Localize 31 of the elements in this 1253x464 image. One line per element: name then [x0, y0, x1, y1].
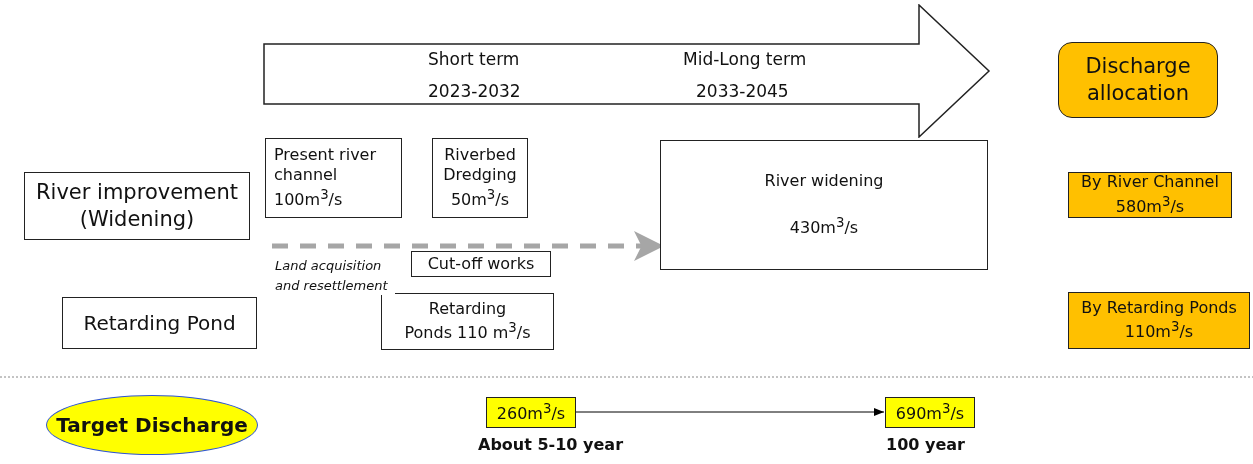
node-text: 690m$^{3}$/s: [895, 399, 965, 426]
node-text: Discharge allocation: [1084, 52, 1192, 107]
process-box: [24, 172, 250, 240]
node-text: River improvement (Widening): [35, 178, 239, 233]
timeline-arrow: [263, 4, 991, 138]
node-text: Present river channel 100m$^{3}$/s: [274, 144, 378, 212]
process-box: [62, 297, 257, 349]
node-text: Target Discharge: [56, 412, 248, 438]
node-text: By Retarding Ponds 110m$^{3}$/s: [1080, 297, 1238, 344]
process-box: [660, 140, 988, 270]
node-text: Cut-off works: [427, 253, 535, 275]
arrow: [575, 408, 885, 416]
node-text: River widening: [764, 170, 884, 192]
year-caption: 100 year: [886, 435, 965, 456]
term-label: Short term: [428, 48, 520, 71]
process-box: [432, 138, 528, 218]
process-box: [265, 138, 402, 218]
process-box: [381, 293, 554, 350]
period-years: 2033-2045: [696, 80, 789, 103]
process-box: [1068, 292, 1250, 349]
node-text: Retarding Pond: [83, 310, 236, 336]
rounded-box: [1058, 42, 1218, 118]
node-text: Retarding Ponds 110 m$^{3}$/s: [404, 298, 531, 345]
node-text: By River Channel 580m$^{3}$/s: [1080, 172, 1220, 218]
process-box: [411, 251, 551, 277]
term-label: Mid-Long term: [683, 48, 807, 71]
node-text: 260m$^{3}$/s: [496, 399, 566, 426]
period-years: 2023-2032: [428, 80, 521, 103]
node-text: 430m$^{3}$/s: [789, 214, 859, 240]
year-caption: About 5-10 year: [478, 435, 623, 456]
node-text: Riverbed Dredging 50m$^{3}$/s: [442, 144, 518, 212]
